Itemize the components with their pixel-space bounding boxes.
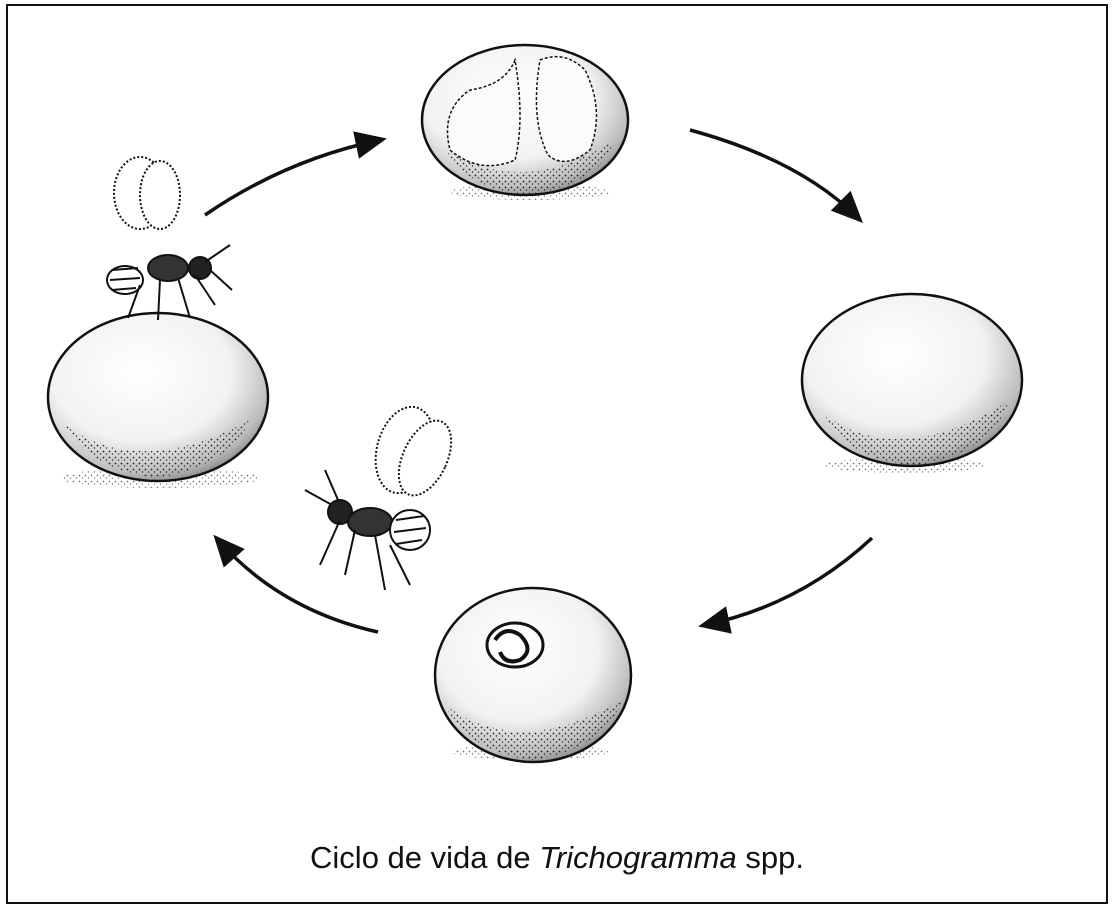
egg-icon [802, 294, 1022, 473]
arrow-pupae-to-egg [690, 130, 858, 218]
caption-suffix: spp. [737, 840, 804, 875]
caption-genus: Trichogramma [539, 840, 737, 875]
egg-with-adult-wasp-icon [48, 157, 268, 488]
egg-with-larva-icon [435, 588, 631, 762]
adult-wasp-icon [107, 157, 232, 320]
flying-wasp-icon [305, 400, 462, 590]
arrow-adult-to-pupae [205, 140, 380, 215]
larva [487, 623, 543, 667]
arrow-egg-to-larva [705, 538, 872, 625]
caption-prefix: Ciclo de vida de [310, 840, 539, 875]
cycle-arrows [205, 130, 872, 632]
arrow-larva-to-adult [218, 540, 378, 632]
figure-caption: Ciclo de vida de Trichogramma spp. [0, 840, 1114, 876]
egg-with-pupae-icon [422, 45, 628, 200]
